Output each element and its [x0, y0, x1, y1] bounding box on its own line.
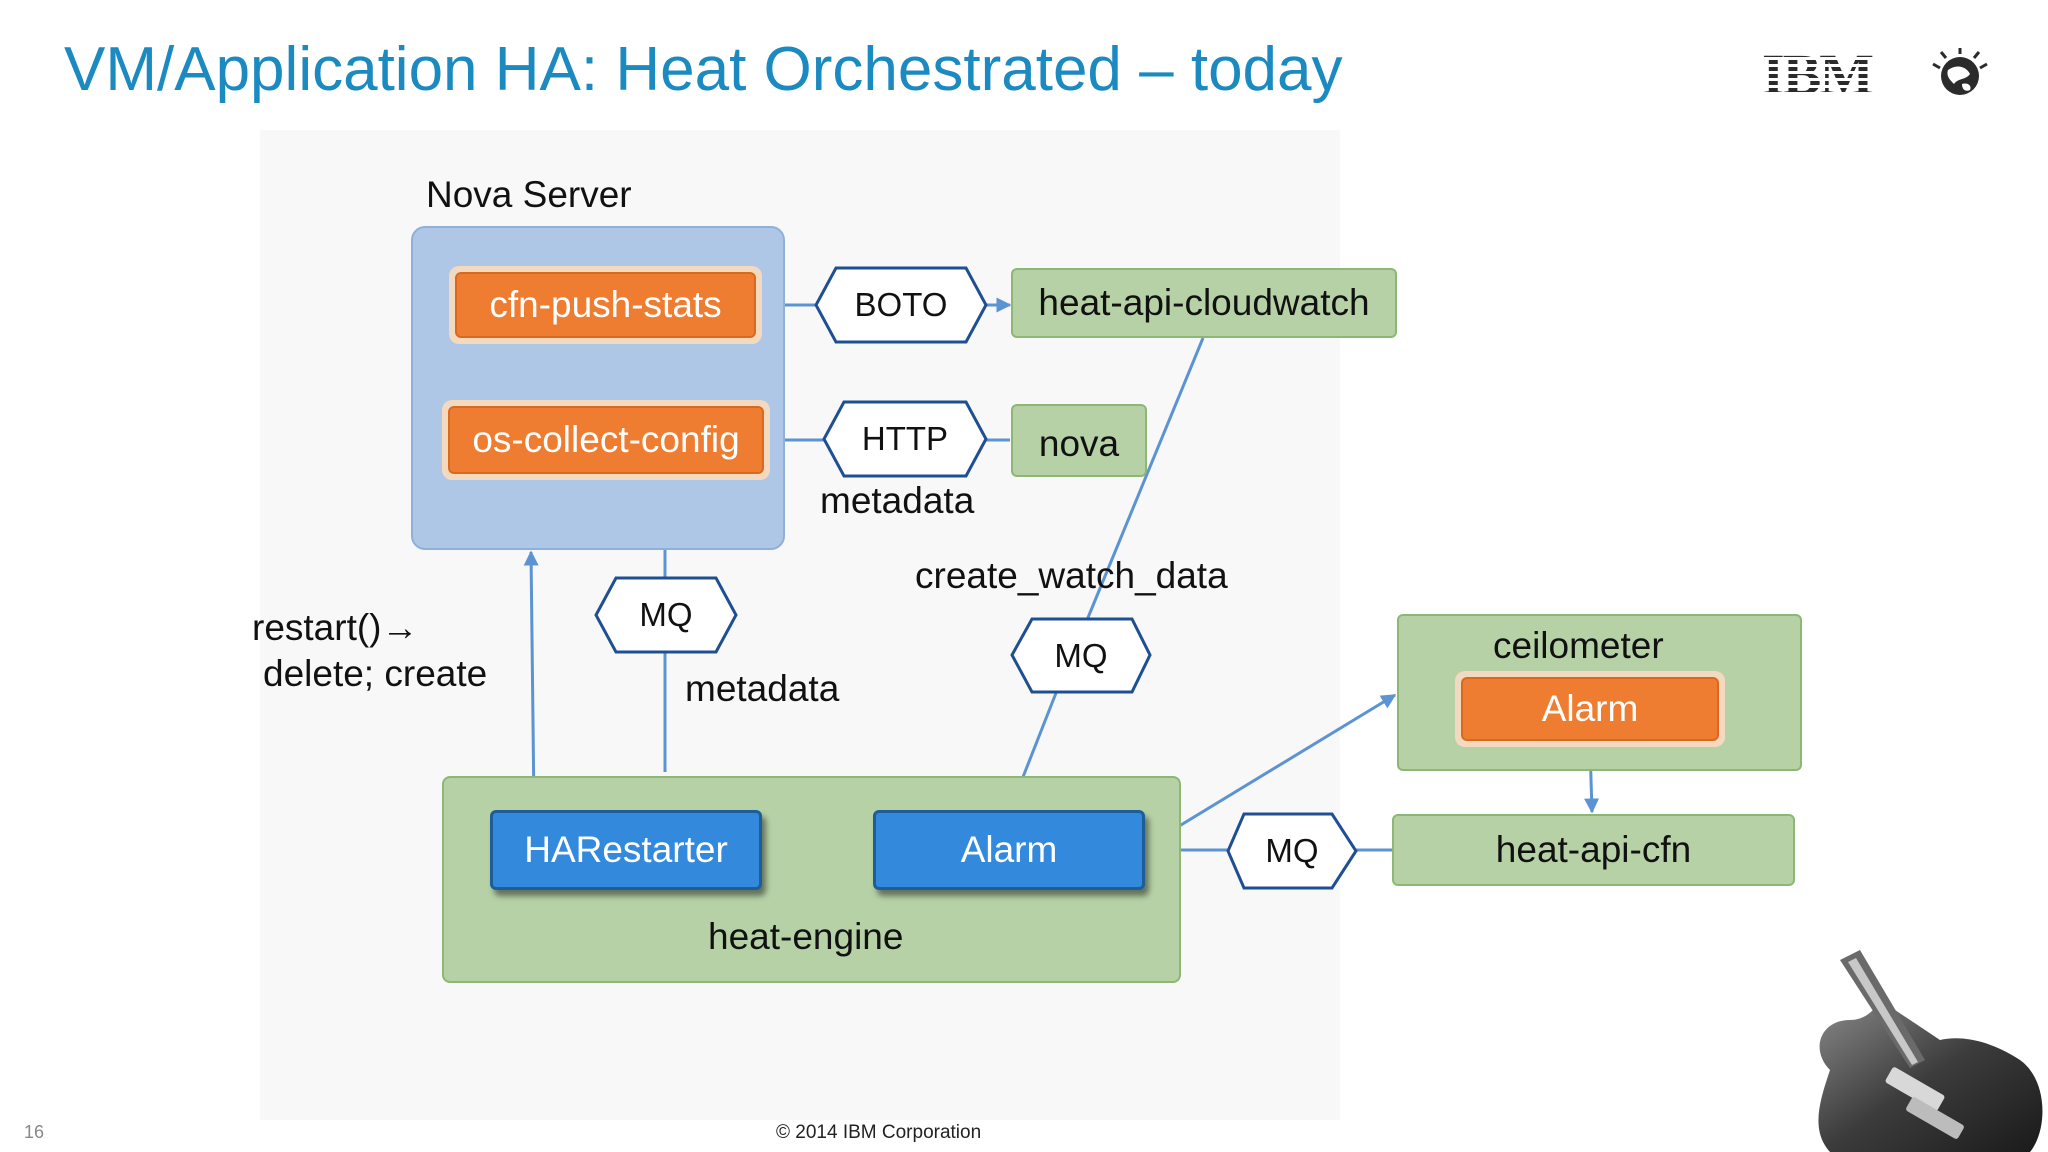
- cfn-push-stats-box: cfn-push-stats: [455, 272, 756, 338]
- connector-restarter-to-nova: [523, 550, 539, 809]
- restart-label-line2: delete; create: [263, 653, 488, 694]
- page-number: 16: [24, 1122, 45, 1142]
- mq-watch-label: MQ: [1054, 636, 1108, 674]
- heat-engine-title: heat-engine: [708, 916, 904, 957]
- ceilometer-title: ceilometer: [1493, 625, 1664, 666]
- mq-metadata-label: MQ: [639, 596, 693, 633]
- hexagon-mq-cfn: [1226, 812, 1358, 890]
- mq-cfn-label: MQ: [1265, 832, 1319, 869]
- boto-label: BOTO: [854, 286, 948, 323]
- create-watch-data-label: create_watch_data: [915, 555, 1228, 596]
- os-collect-config-wrap: os-collect-config: [442, 400, 770, 480]
- hexagon-boto: [814, 266, 988, 344]
- heat-api-cfn-box: heat-api-cfn: [1392, 814, 1795, 886]
- cfn-push-stats-wrap: cfn-push-stats: [449, 266, 762, 344]
- copyright: © 2014 IBM Corporation: [776, 1122, 982, 1143]
- ibm-logo: IBM: [1762, 46, 1988, 102]
- os-collect-config-box: os-collect-config: [448, 406, 764, 474]
- hexagon-mq-watch: [1010, 617, 1152, 694]
- globe-icon: [1932, 48, 1988, 95]
- metadata-http-label: metadata: [820, 480, 975, 521]
- slide-title: VM/Application HA: Heat Orchestrated – t…: [64, 35, 1343, 104]
- metadata-mq-label: metadata: [685, 668, 840, 709]
- engine-alarm-box: Alarm: [873, 810, 1145, 890]
- hexagon-http: [822, 400, 988, 478]
- http-label: HTTP: [861, 420, 949, 457]
- nova-box: nova: [1011, 404, 1147, 477]
- ceilometer-alarm-box: Alarm: [1461, 677, 1719, 741]
- ceilometer-alarm-wrap: Alarm: [1455, 671, 1725, 747]
- hexagon-mq-metadata: [594, 576, 738, 654]
- connector-cloudwatch-to-mq: [1085, 337, 1205, 621]
- harestarter-box: HARestarter: [490, 810, 762, 890]
- nova-server-title: Nova Server: [426, 174, 632, 215]
- connector-engine-alarm-to-ceilometer: [1147, 693, 1397, 847]
- restart-label-line1: restart()→: [252, 607, 419, 648]
- guitar-image: [1818, 950, 2043, 1152]
- heat-api-cloudwatch-box: heat-api-cloudwatch: [1011, 268, 1397, 338]
- svg-text:IBM: IBM: [1762, 46, 1873, 102]
